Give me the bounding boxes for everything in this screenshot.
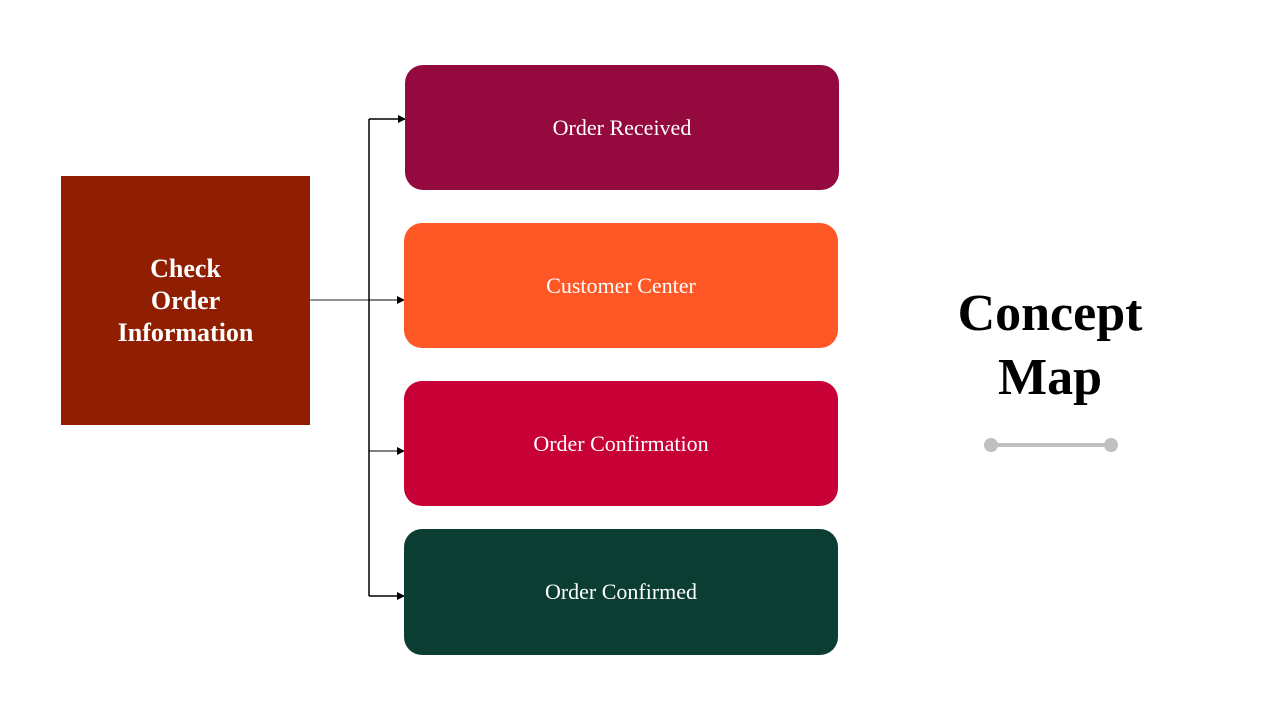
root-node-label: Check Order Information (118, 253, 254, 349)
node-label: Order Confirmation (533, 430, 709, 456)
node-order-confirmed: Order Confirmed (404, 529, 838, 655)
page-title: Concept Map (930, 282, 1170, 410)
root-node-check-order-information: Check Order Information (61, 176, 310, 425)
page-title-line: Concept (957, 285, 1143, 342)
node-label: Order Confirmed (544, 579, 698, 604)
node-customer-center: Customer Center (404, 223, 838, 348)
root-node-label-line: Information (117, 317, 254, 347)
root-node-label-line: Order (150, 285, 221, 315)
root-node-label-line: Check (150, 253, 221, 283)
divider-knob-right (1104, 438, 1118, 452)
node-label: Order Received (552, 114, 692, 140)
divider-knob-left (984, 438, 998, 452)
page-title-line: Map (998, 349, 1102, 406)
node-order-confirmation: Order Confirmation (404, 381, 838, 506)
node-label: Customer Center (546, 272, 696, 298)
node-order-received: Order Received (405, 65, 839, 190)
divider-track (991, 443, 1111, 447)
divider-slider-icon (984, 437, 1118, 453)
